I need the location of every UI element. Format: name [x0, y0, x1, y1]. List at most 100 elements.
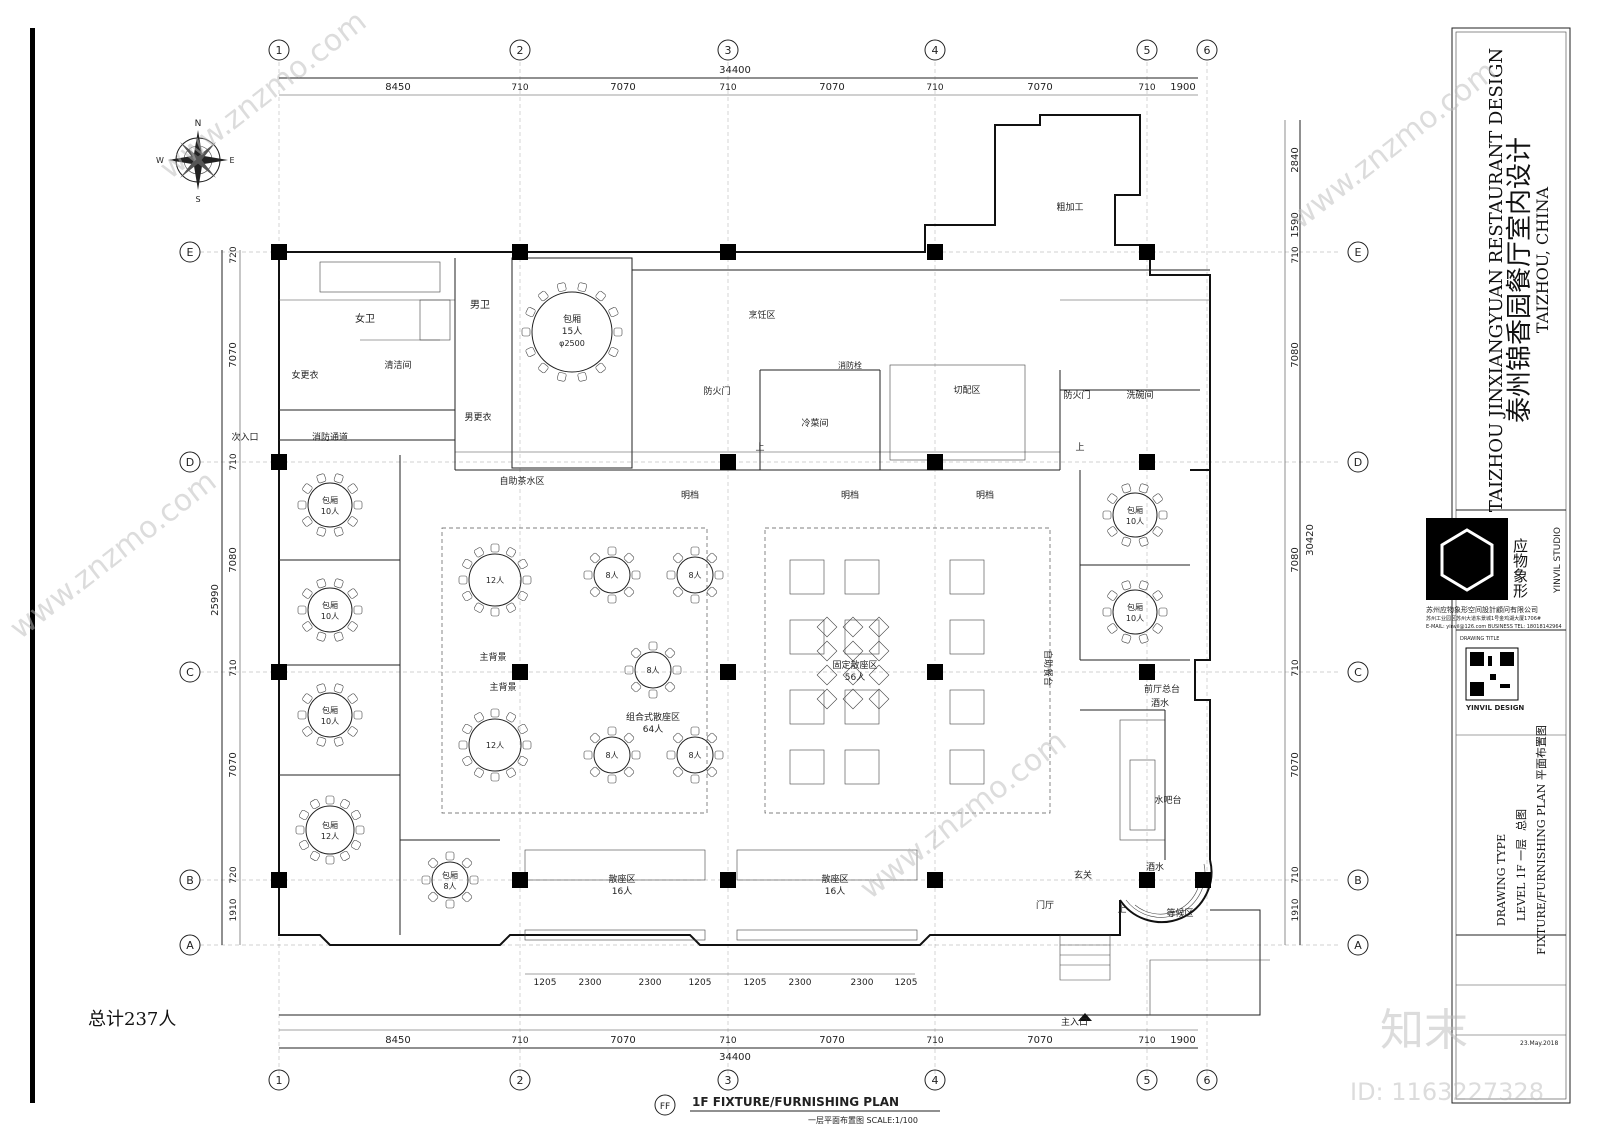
- label-secondary-entrance: 次入口: [231, 431, 258, 443]
- grid-label: E: [187, 246, 194, 259]
- project-name-en: TAIZHOU JINXIANGYUAN RESTAURANT DESIGN: [1486, 48, 1507, 512]
- dim-text: 7080: [1290, 547, 1301, 572]
- dim-text: 2300: [579, 978, 602, 988]
- label-mingdang: 明档: [841, 489, 859, 501]
- building-walls: [278, 114, 1270, 1021]
- round-table: 12人: [458, 543, 532, 617]
- square-table: [789, 559, 825, 595]
- chair: [557, 282, 567, 292]
- table-label: 包厢: [322, 705, 338, 715]
- dim-text: 7070: [819, 1035, 844, 1046]
- square-table: [844, 619, 880, 655]
- chair: [583, 570, 593, 580]
- label-fire-door-1: 防火门: [703, 385, 730, 397]
- dim-text: 710: [229, 659, 239, 676]
- chair: [607, 546, 617, 556]
- diamond-table: [868, 664, 890, 686]
- watermark-site: www.znzmo.com: [1283, 54, 1503, 236]
- label-door-hall: 门厅: [1036, 899, 1054, 911]
- dim-text: 7070: [1290, 752, 1301, 777]
- square-table: [789, 689, 825, 725]
- grid-label: D: [1354, 456, 1362, 469]
- chair: [607, 594, 617, 604]
- chair: [302, 588, 313, 599]
- svg-text:N: N: [195, 119, 202, 129]
- chair: [608, 346, 619, 357]
- label-combined-area: 组合式散座区: [626, 711, 680, 723]
- chair: [1138, 483, 1149, 494]
- chair: [316, 578, 327, 589]
- chair: [347, 588, 358, 599]
- chair: [316, 683, 327, 694]
- chair: [690, 546, 700, 556]
- watermark-brand: 知末: [1380, 1005, 1468, 1056]
- chair: [302, 483, 313, 494]
- label-front-desk: 前厅总台: [1144, 683, 1180, 695]
- diamond-table: [868, 616, 890, 638]
- label-cold-room: 冷菜间: [801, 417, 828, 429]
- dim-text: 710: [1138, 1036, 1155, 1046]
- round-table: 8人: [624, 641, 682, 699]
- chair: [525, 346, 536, 357]
- dim-text: 720: [229, 246, 239, 263]
- chair: [350, 839, 362, 851]
- label-wine-2: 酒水: [1146, 861, 1164, 873]
- table-count: 10人: [321, 717, 339, 726]
- chair: [445, 851, 455, 861]
- dim-text: 710: [926, 83, 943, 93]
- chair: [473, 712, 485, 723]
- label-womens-locker: 女更衣: [291, 369, 318, 381]
- label-self-tea: 自助茶水区: [499, 475, 544, 487]
- project-city: TAIZHOU, CHINA: [1533, 187, 1552, 334]
- chair: [421, 875, 431, 885]
- chair: [325, 795, 335, 805]
- chair: [297, 500, 307, 510]
- chair: [353, 710, 363, 720]
- chair: [631, 570, 641, 580]
- diamond-table: [816, 616, 838, 638]
- studio-name-en: YINVIL STUDIO: [1553, 527, 1563, 594]
- square-table: [844, 689, 880, 725]
- chair: [538, 362, 549, 374]
- chair: [666, 750, 676, 760]
- chair: [297, 605, 307, 615]
- chair: [623, 586, 635, 598]
- label-combined-count: 64人: [643, 724, 663, 735]
- label-fire-door-2: 防火门: [1063, 389, 1090, 401]
- chair: [690, 726, 700, 736]
- chair: [473, 602, 485, 613]
- round-table: 8人: [583, 726, 641, 784]
- chair: [339, 798, 351, 810]
- grid-bubbles-bottom: 1 2 3 4 5 6: [268, 1069, 1218, 1091]
- sheet-level: LEVEL 1F 一层: [1515, 839, 1528, 921]
- dim-text: 7070: [228, 752, 239, 777]
- chair: [672, 586, 684, 598]
- label-foyer: 玄关: [1074, 869, 1092, 881]
- chair: [333, 473, 344, 484]
- svg-text:E: E: [229, 156, 234, 165]
- chair: [623, 766, 635, 778]
- grid-label: 1: [276, 44, 283, 57]
- chair: [714, 570, 724, 580]
- label-fixed-area: 固定散座区: [832, 659, 877, 671]
- chair: [522, 575, 532, 585]
- chair: [706, 732, 718, 744]
- dim-text: 710: [229, 453, 239, 470]
- chair: [525, 307, 536, 318]
- top-dimension-chain: 34400 8450 710 7070 710 7070 710 7070 71…: [279, 65, 1198, 96]
- chair: [613, 327, 623, 337]
- chair: [1138, 633, 1149, 644]
- label-loose-seat: 散座区: [608, 873, 635, 885]
- chair: [690, 774, 700, 784]
- grid-lines: [200, 62, 1340, 1080]
- square-table: [949, 559, 985, 595]
- chair: [672, 552, 684, 564]
- chair: [1138, 580, 1149, 591]
- dim-text: 7080: [1290, 342, 1301, 367]
- table-count: 8人: [688, 751, 701, 760]
- label-self-service: 自助餐台: [1042, 650, 1054, 686]
- margin-bar: [30, 28, 35, 1103]
- chair: [1121, 580, 1132, 591]
